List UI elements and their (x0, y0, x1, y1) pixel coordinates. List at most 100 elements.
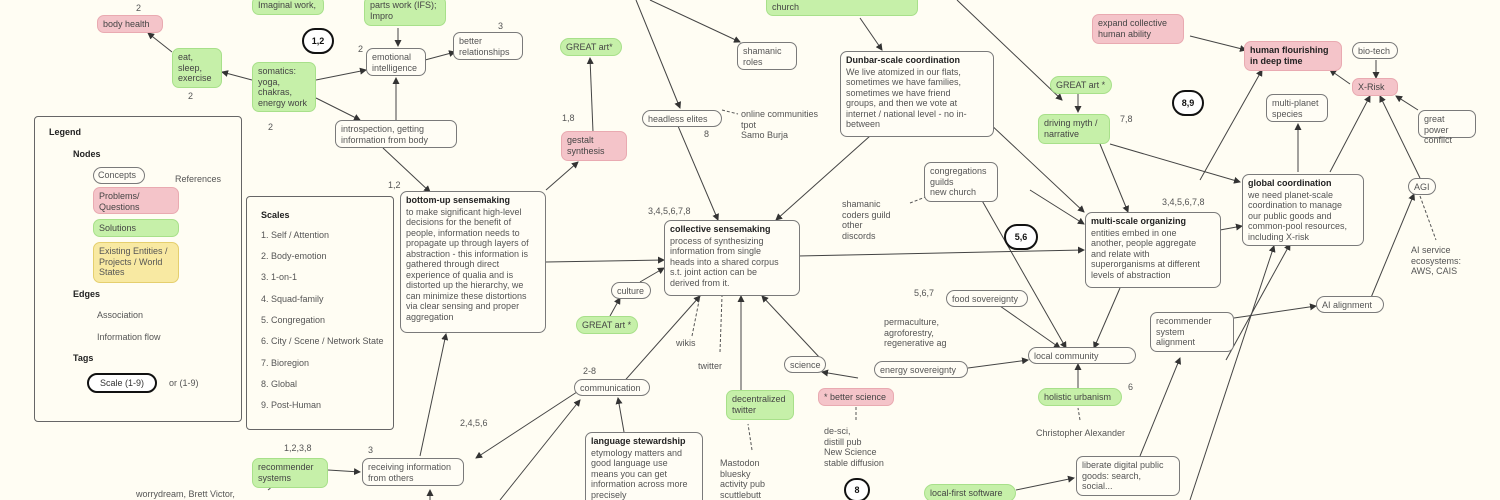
ref-mastodon: Mastodon bluesky activity pub scuttlebut… (720, 458, 766, 500)
global-title: global coordination (1248, 178, 1332, 188)
legend-references-label: References (175, 174, 222, 184)
node-receiving-information[interactable]: receiving information from others (362, 458, 464, 486)
node-decentralized-twitter[interactable]: decentralized twitter (726, 390, 794, 420)
node-better-science[interactable]: * better science (818, 388, 894, 406)
node-human-flourishing[interactable]: human flourishing in deep time (1244, 41, 1342, 71)
scales-title: Scales (261, 210, 290, 220)
node-great-art-top[interactable]: GREAT art* (560, 38, 622, 56)
scale-tag: 3 (368, 445, 374, 455)
scale-item: 3. 1-on-1 (261, 272, 298, 282)
node-agi[interactable]: AGI (1408, 178, 1436, 195)
scales-panel: Scales 1. Self / Attention 2. Body-emoti… (246, 196, 394, 430)
node-driving-myth[interactable]: driving myth / narrative (1038, 114, 1110, 144)
bottom-up-title: bottom-up sensemaking (406, 195, 511, 205)
language-title: language stewardship (591, 436, 686, 446)
legend-scale-tag: Scale (1-9) (99, 378, 144, 388)
node-multi-scale-organizing[interactable]: multi-scale organizing entities embed in… (1085, 212, 1221, 288)
scale-item: 5. Congregation (261, 315, 326, 325)
ref-wikis: wikis (676, 338, 696, 348)
language-body: etymology matters and good language use … (591, 447, 688, 500)
scale-tag: 3,4,5,6,7,8 (648, 206, 691, 216)
node-headless-elites[interactable]: headless elites (642, 110, 722, 127)
scale-item: 7. Bioregion (261, 358, 310, 368)
legend-scale-or: or (1-9) (169, 378, 199, 388)
legend-association-label: Association (97, 310, 144, 320)
node-holistic-urbanism[interactable]: holistic urbanism (1038, 388, 1122, 406)
node-expand-collective[interactable]: expand collective human ability (1092, 14, 1184, 44)
ref-online-communities: online communities tpot Samo Burja (741, 109, 819, 140)
node-science[interactable]: science (784, 356, 826, 373)
node-bio-tech[interactable]: bio-tech (1352, 42, 1398, 59)
node-somatics[interactable]: somatics: yoga, chakras, energy work (252, 62, 316, 112)
scale-tag: 5,6,7 (914, 288, 935, 298)
node-imaginal-work[interactable]: Imaginal work, (252, 0, 324, 15)
node-ai-alignment[interactable]: AI alignment (1316, 296, 1384, 313)
node-multi-planet[interactable]: multi-planet species (1266, 94, 1328, 122)
legend-scale-cloud: Scale (1-9) (87, 373, 157, 393)
node-congregations[interactable]: congregations guilds new church (924, 162, 998, 202)
node-recommender-systems[interactable]: recommender systems (252, 458, 328, 488)
node-gestalt-synthesis[interactable]: gestalt synthesis (561, 131, 627, 161)
node-parts-work[interactable]: parts work (IFS); Impro (364, 0, 446, 26)
scale-item: 8. Global (261, 379, 298, 389)
scale-item: 9. Post-Human (261, 400, 322, 410)
bottom-up-body: to make significant high-level decisions… (406, 206, 529, 322)
scale-tag: 2 (136, 3, 142, 13)
node-global-coordination[interactable]: global coordination we need planet-scale… (1242, 174, 1364, 246)
scale-tag: 8 (704, 129, 710, 139)
legend-solution-swatch: Solutions (93, 219, 179, 237)
dunbar-body: We live atomized in our flats, sometimes… (846, 66, 967, 130)
node-culture[interactable]: culture (611, 282, 651, 299)
scale-tag: 1,2 (388, 180, 401, 190)
scale-cloud: 8,9 (1172, 90, 1204, 116)
scale-tag: 3 (498, 21, 504, 31)
node-local-first-software[interactable]: local-first software (924, 484, 1016, 500)
human-flourishing-label: human flourishing in deep time (1250, 45, 1329, 66)
ref-worrydream: worrydream, Brett Victor, (136, 489, 235, 499)
scale-tag: 1,8 (562, 113, 575, 123)
node-collective-sensemaking[interactable]: collective sensemaking process of synthe… (664, 220, 800, 296)
legend-info-flow-label: Information flow (97, 332, 161, 342)
legend-edges-heading: Edges (73, 289, 101, 299)
node-introspection[interactable]: introspection, getting information from … (335, 120, 457, 148)
node-better-relationships[interactable]: better relationships (453, 32, 523, 60)
node-shamanic-roles[interactable]: shamanic roles (737, 42, 797, 70)
node-church[interactable]: church (766, 0, 918, 16)
node-bottom-up-sensemaking[interactable]: bottom-up sensemaking to make significan… (400, 191, 546, 333)
node-great-art-mid[interactable]: GREAT art * (1050, 76, 1112, 94)
node-emotional-intelligence[interactable]: emotional intelligence (366, 48, 426, 76)
legend-concept-swatch: Concepts (93, 167, 145, 184)
node-x-risk[interactable]: X-Risk (1352, 78, 1398, 96)
scale-item: 2. Body-emotion (261, 251, 327, 261)
scale-item: 1. Self / Attention (261, 230, 330, 240)
node-liberate-public-goods[interactable]: liberate digital public goods: search, s… (1076, 456, 1180, 496)
node-language-stewardship[interactable]: language stewardship etymology matters a… (585, 432, 703, 500)
scale-tag: 2-8 (583, 366, 597, 376)
legend-problem-swatch: Problems/ Questions (93, 187, 179, 214)
collective-body: process of synthesizing information from… (670, 235, 779, 288)
legend-nodes-heading: Nodes (73, 149, 101, 159)
scale-tag: 2 (358, 44, 364, 54)
scale-cloud: 1,2 (302, 28, 334, 54)
ref-shamanic-coders: shamanic coders guild other discords (842, 199, 891, 241)
scale-tag: 2 (188, 91, 194, 101)
node-dunbar-coordination[interactable]: Dunbar-scale coordination We live atomiz… (840, 51, 994, 137)
ref-twitter: twitter (698, 361, 723, 371)
ref-christopher-alexander: Christopher Alexander (1036, 428, 1126, 438)
node-communication[interactable]: communication (574, 379, 650, 396)
node-great-power-conflict[interactable]: great power conflict (1418, 110, 1476, 145)
legend-title: Legend (49, 127, 82, 137)
legend-entity-swatch: Existing Entities / Projects / World Sta… (93, 242, 179, 283)
node-energy-sovereignty[interactable]: energy sovereignty (874, 361, 968, 378)
node-great-art-low[interactable]: GREAT art * (576, 316, 638, 334)
node-recommender-alignment[interactable]: recommender system alignment (1150, 312, 1234, 352)
node-local-community[interactable]: local community (1028, 347, 1136, 364)
scale-tag: 2 (268, 122, 274, 132)
node-food-sovereignty[interactable]: food sovereignty (946, 290, 1028, 307)
node-body-health[interactable]: body health (97, 15, 163, 33)
ref-desci: de-sci, distill pub New Science stable d… (824, 426, 884, 468)
node-eat-sleep-exercise[interactable]: eat, sleep, exercise (172, 48, 222, 88)
scale-item: 4. Squad-family (261, 294, 324, 304)
scale-item: 6. City / Scene / Network State (261, 336, 384, 346)
